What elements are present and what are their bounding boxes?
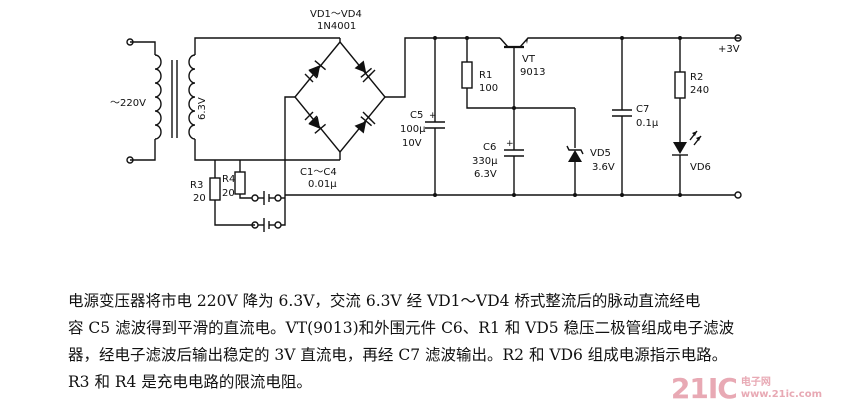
watermark-cn: 电子网 bbox=[740, 376, 771, 388]
resistor-r2 bbox=[674, 71, 686, 99]
output-terminal bbox=[734, 34, 742, 42]
c7-name-label: C7 bbox=[636, 104, 649, 115]
c6-value-label: 330μ bbox=[472, 156, 498, 167]
description-line-4: R3 和 R4 是充电电路的限流电阻。 bbox=[68, 373, 312, 391]
resistor-r3 bbox=[209, 177, 221, 201]
r1-name-label: R1 bbox=[479, 70, 492, 81]
r1-value-label: 100 bbox=[479, 83, 498, 94]
r4-name-label: R4 bbox=[222, 174, 235, 185]
transistor-vt: VT 9013 bbox=[499, 37, 740, 150]
capacitor-c6: + C6 330μ 6.3V bbox=[472, 139, 524, 197]
zener-vd5: VD5 3.6V bbox=[566, 108, 615, 197]
transformer: ～220V 6.3V bbox=[110, 38, 208, 164]
charge-circuit: R3 20 R4 20 bbox=[190, 160, 286, 232]
description-line-2: 容 C5 滤波得到平滑的直流电。VT(9013)和外围元件 C6、R1 和 VD… bbox=[68, 319, 735, 337]
ground-terminal bbox=[734, 191, 742, 199]
vt-name-label: VT bbox=[522, 54, 536, 65]
description-line-1: 电源变压器将市电 220V 降为 6.3V，交流 6.3V 经 VD1～VD4 … bbox=[68, 292, 701, 310]
r4-value-label: 20 bbox=[222, 188, 235, 199]
circuit-schematic: ～220V 6.3V VD1～VD4 1N4001 C1～C4 0.01μ bbox=[110, 9, 742, 232]
capacitor-c7: C7 0.1μ bbox=[612, 36, 659, 197]
transformer-input-label: ～220V bbox=[110, 98, 146, 109]
bridge-caps-value-label: 0.01μ bbox=[308, 179, 337, 190]
charge-terminal-1a bbox=[251, 194, 259, 202]
bridge-rectifier: VD1～VD4 1N4001 C1～C4 0.01μ bbox=[294, 9, 386, 190]
charge-terminal-1b bbox=[274, 194, 282, 202]
svg-text:+: + bbox=[506, 139, 514, 149]
output-label: +3V bbox=[718, 44, 740, 55]
ac-input-terminal-top bbox=[126, 38, 134, 46]
power-indicator: R2 240 VD6 bbox=[672, 36, 711, 197]
r3-name-label: R3 bbox=[190, 180, 203, 191]
r2-value-label: 240 bbox=[690, 85, 709, 96]
bridge-part-label: 1N4001 bbox=[317, 21, 356, 32]
vt-part-label: 9013 bbox=[520, 67, 545, 78]
vd6-name-label: VD6 bbox=[690, 162, 711, 173]
transformer-output-label: 6.3V bbox=[197, 97, 208, 120]
r3-value-label: 20 bbox=[193, 193, 206, 204]
vd5-value-label: 3.6V bbox=[592, 162, 615, 173]
bridge-caps-name-label: C1～C4 bbox=[300, 167, 337, 178]
description-line-3: 器，经电子滤波后输出稳定的 3V 直流电，再经 C7 滤波输出。R2 和 VD6… bbox=[68, 346, 728, 364]
svg-text:+: + bbox=[429, 111, 437, 121]
led-vd6 bbox=[673, 142, 687, 154]
ac-input-terminal-bottom bbox=[126, 156, 134, 164]
resistor-r4 bbox=[234, 171, 246, 195]
charge-terminal-2b bbox=[274, 221, 282, 229]
c6-name-label: C6 bbox=[483, 142, 496, 153]
r2-name-label: R2 bbox=[690, 72, 703, 83]
c5-value-label: 100μ bbox=[400, 124, 426, 135]
site-watermark: 21IC 电子网 www.21ic.com bbox=[671, 372, 822, 405]
vd5-name-label: VD5 bbox=[590, 148, 611, 159]
c7-value-label: 0.1μ bbox=[636, 118, 659, 129]
c5-voltage-label: 10V bbox=[402, 138, 422, 149]
watermark-url: www.21ic.com bbox=[740, 388, 822, 400]
circuit-description: 电源变压器将市电 220V 降为 6.3V，交流 6.3V 经 VD1～VD4 … bbox=[68, 288, 838, 396]
resistor-r1: R1 100 bbox=[461, 36, 575, 109]
c5-name-label: C5 bbox=[410, 110, 423, 121]
c6-voltage-label: 6.3V bbox=[474, 169, 497, 180]
watermark-logo: 21IC bbox=[670, 372, 738, 405]
bridge-name-label: VD1～VD4 bbox=[310, 9, 362, 20]
capacitor-c5: + C5 100μ 10V bbox=[400, 36, 445, 197]
